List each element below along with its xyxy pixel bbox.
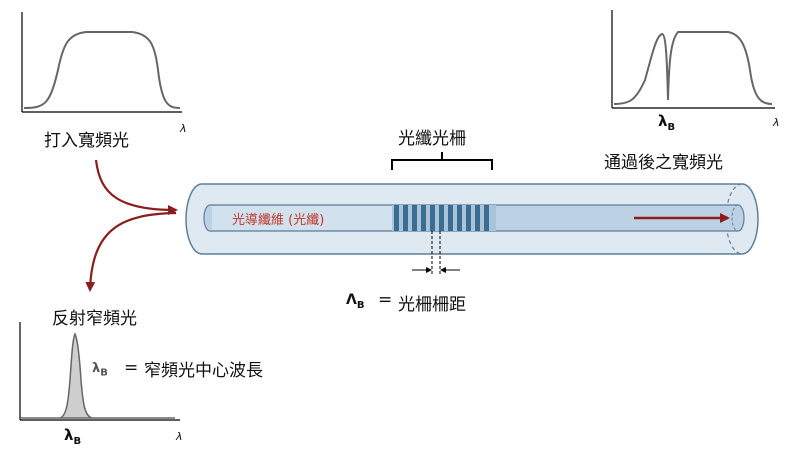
pitch-symbol: ΛB bbox=[346, 292, 365, 311]
core-highlight bbox=[212, 206, 392, 230]
center-lambda-symbol: λB bbox=[92, 361, 108, 379]
reflected-peak bbox=[59, 332, 93, 419]
reflected-axis-label: λ bbox=[176, 430, 183, 443]
transmitted-axis-label: λ bbox=[773, 116, 780, 129]
input-spectrum-plot bbox=[21, 12, 182, 113]
transmitted-light-label: 通過後之寬頻光 bbox=[604, 153, 723, 173]
input-arrow bbox=[94, 159, 178, 215]
input-light-label: 打入寬頻光 bbox=[44, 131, 129, 151]
fiber-end-dashed bbox=[725, 183, 743, 255]
pitch-marker bbox=[412, 231, 460, 276]
grating-label: 光纖光柵 bbox=[398, 129, 466, 149]
input-axis-label: λ bbox=[180, 122, 187, 135]
grating-stripes bbox=[392, 205, 496, 231]
reflected-light-label: 反射窄頻光 bbox=[52, 309, 137, 329]
reflected-lambda-b: λB bbox=[64, 426, 82, 447]
reflected-arrow bbox=[85, 211, 177, 292]
transmitted-spectrum-plot bbox=[611, 10, 775, 109]
optical-fiber bbox=[185, 183, 759, 255]
center-wavelength-label: 窄頻光中心波長 bbox=[144, 361, 263, 381]
core-label: 光導纖維 (光纖) bbox=[232, 213, 325, 228]
reflected-spectrum-plot bbox=[19, 322, 180, 421]
input-spectrum-curve bbox=[23, 31, 181, 109]
transmitted-lambda-b: λB bbox=[658, 112, 676, 133]
core-end-dashed bbox=[731, 204, 739, 232]
pitch-equals: = bbox=[378, 290, 393, 310]
center-lambda-equals: = bbox=[124, 358, 139, 378]
grating-brace bbox=[391, 152, 493, 170]
transmitted-spectrum-curve bbox=[613, 31, 773, 105]
grating-pitch-label: 光柵柵距 bbox=[398, 295, 466, 315]
